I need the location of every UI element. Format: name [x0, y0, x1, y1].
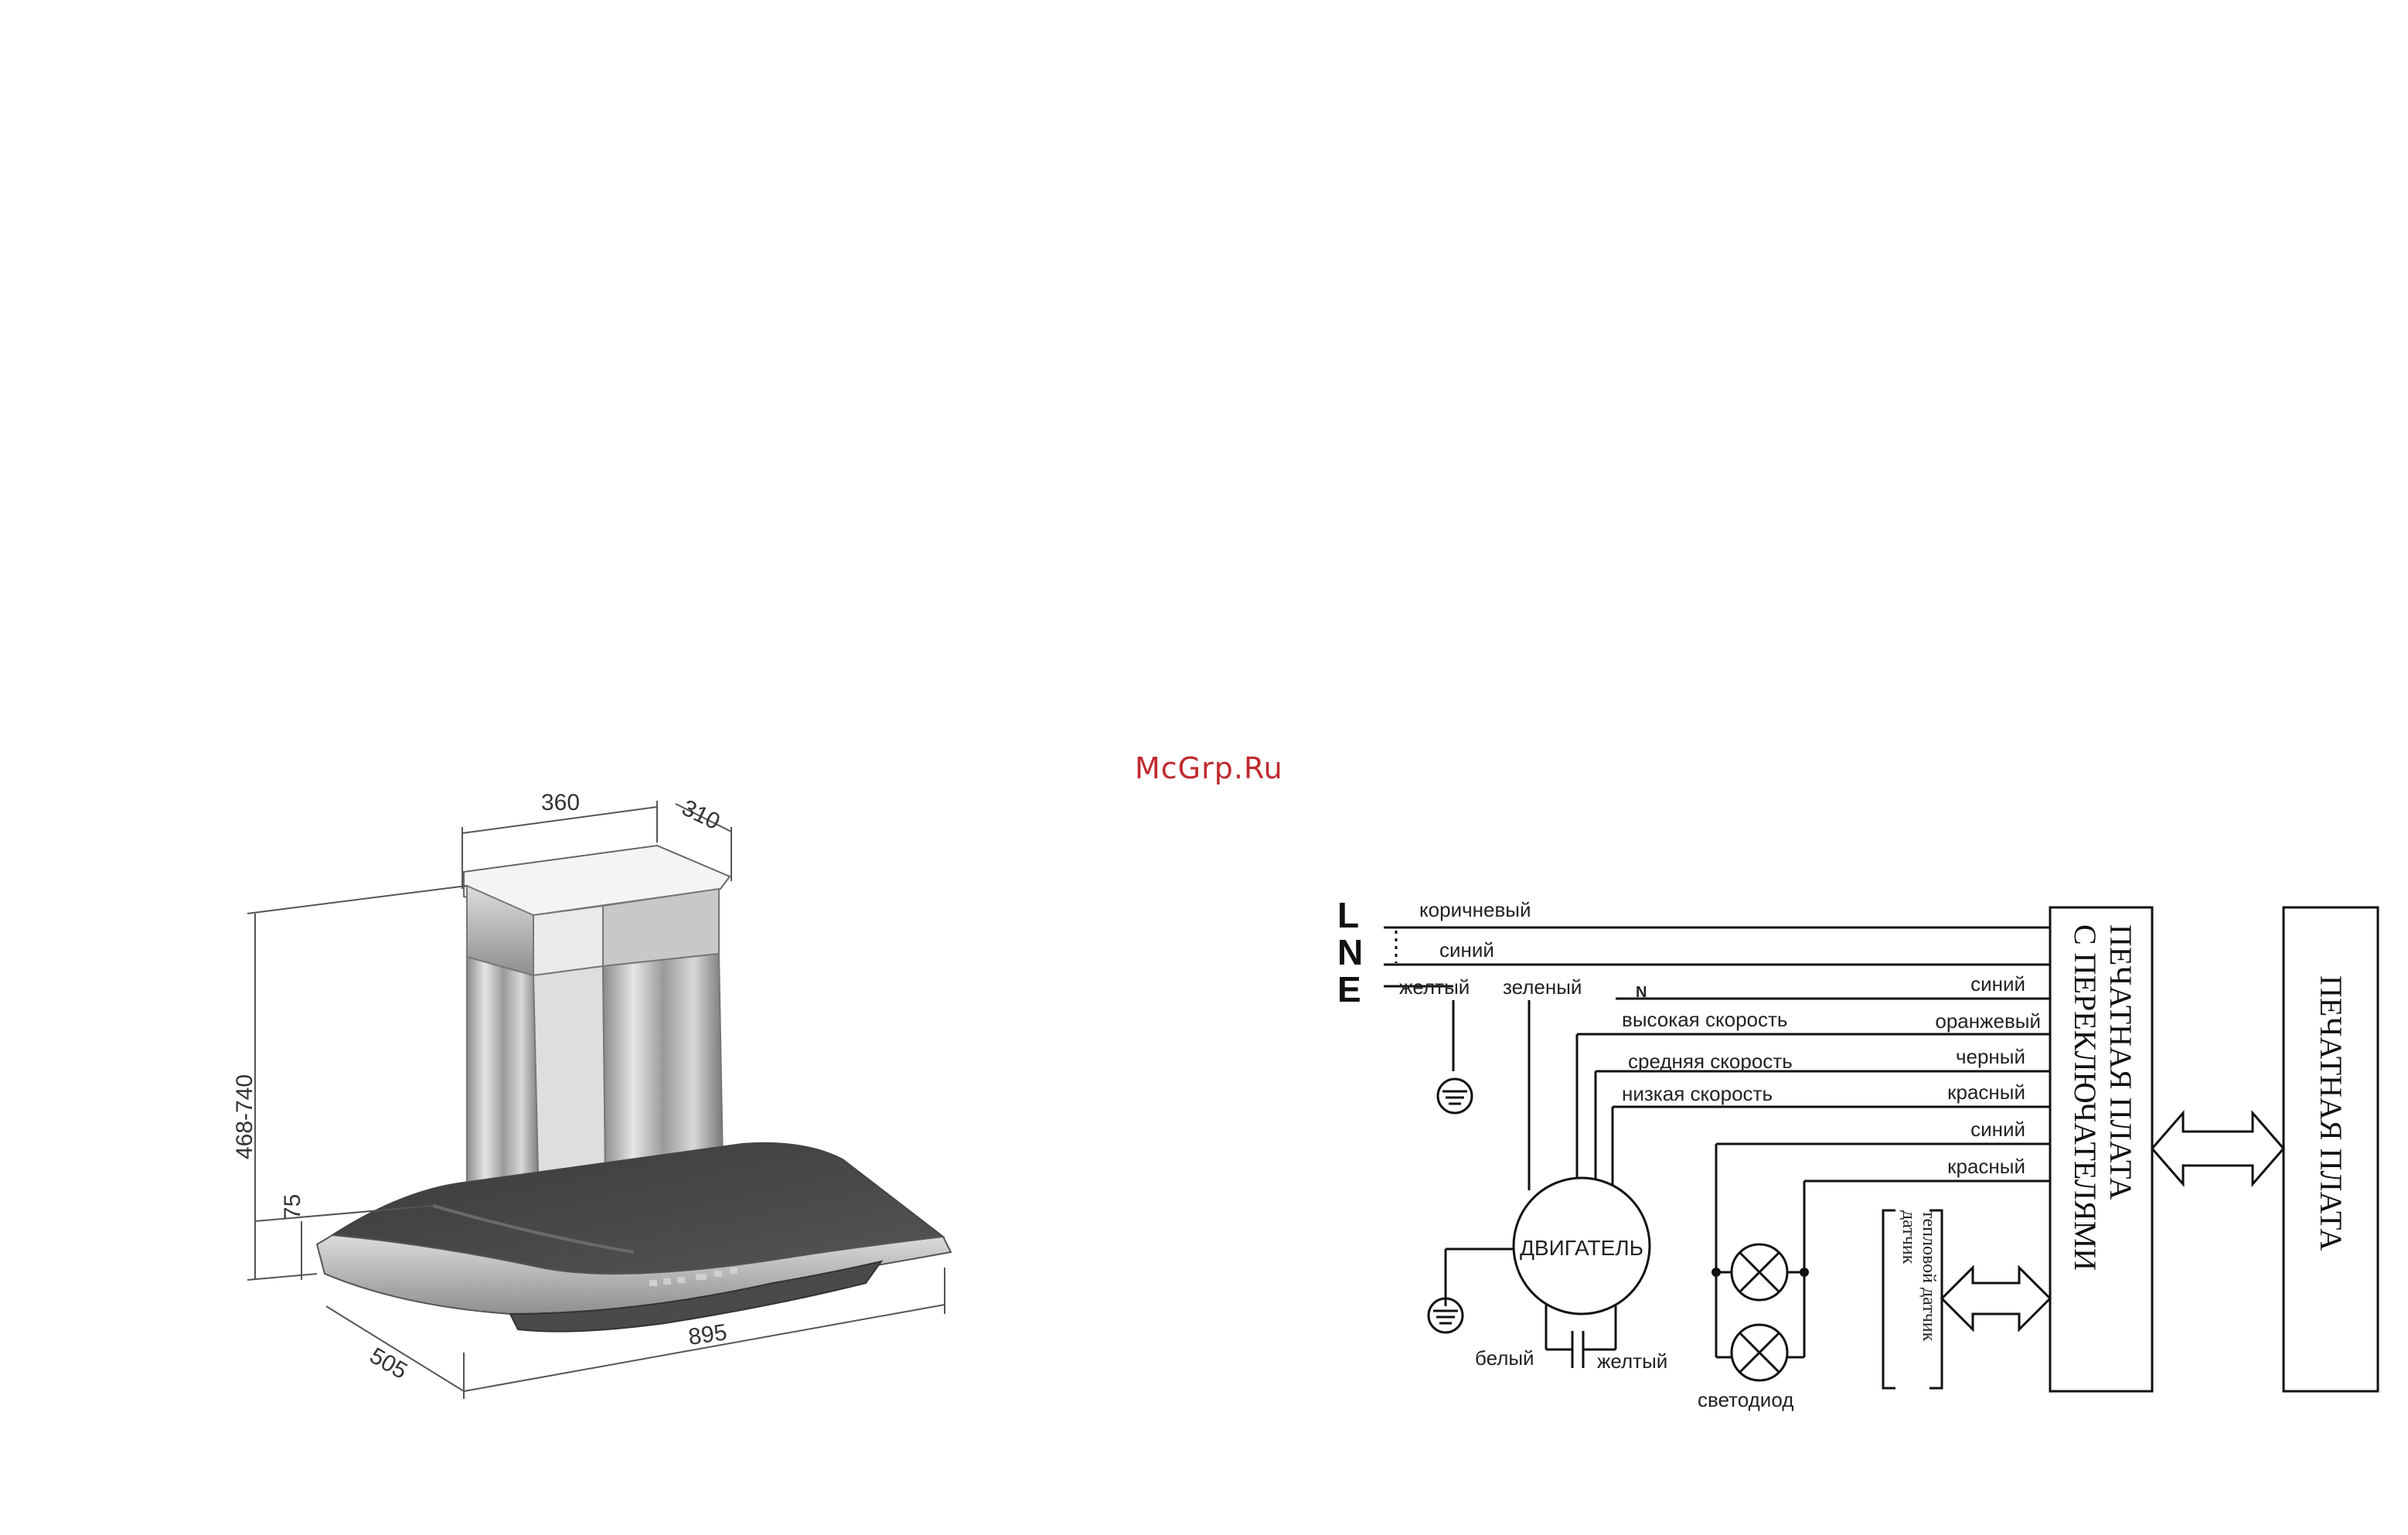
label-capacitor-white: белый	[1475, 1346, 1534, 1370]
label-brown: коричневый	[1419, 898, 1531, 921]
ground-symbol-1	[1438, 1079, 1472, 1113]
led-lamp-1	[1732, 1244, 1787, 1300]
terminal-l: L	[1337, 895, 1359, 935]
label-capacitor-yellow: желтый	[1597, 1350, 1667, 1373]
junction-dot	[1800, 1268, 1809, 1277]
switch-board-line-1: ПЕЧАТНАЯ ПЛАТА	[2103, 924, 2138, 1200]
label-n-mark: N	[1636, 984, 1647, 1001]
label-led: светодиод	[1698, 1388, 1793, 1411]
label-thermal-sensor: тепловой датчик	[1919, 1210, 1939, 1342]
label-low-speed: низкая скорость	[1622, 1082, 1773, 1105]
label-right-blue-2: синий	[1970, 1118, 2025, 1141]
label-high-speed: высокая скорость	[1622, 1008, 1787, 1031]
dim-width: 895	[686, 1319, 728, 1350]
label-blue: синий	[1439, 938, 1494, 962]
label-medium-speed: средняя скорость	[1628, 1050, 1793, 1073]
wiring-diagram: L N E	[1337, 895, 2378, 1411]
label-right-blue-1: синий	[1970, 972, 2025, 996]
led-lamp-2	[1732, 1325, 1787, 1380]
junction-dot	[1711, 1268, 1721, 1277]
board-link-arrow	[2152, 1113, 2284, 1184]
label-yellow: желтый	[1399, 975, 1470, 999]
dim-top-width: 360	[541, 790, 580, 815]
hood-drawing: 360 310 468-740 75 505 895	[232, 790, 951, 1399]
label-right-red-1: красный	[1947, 1081, 2025, 1104]
label-right-orange: оранжевый	[1935, 1009, 2041, 1033]
label-right-red-2: красный	[1947, 1155, 2025, 1178]
terminal-n: N	[1337, 932, 1363, 972]
label-right-black: черный	[1956, 1045, 2025, 1068]
label-green: зеленый	[1503, 975, 1582, 999]
sensor-board-arrow	[1942, 1268, 2050, 1329]
terminal-e: E	[1337, 969, 1361, 1009]
motor-label: ДВИГАТЕЛЬ	[1520, 1236, 1643, 1260]
switch-board-line-2: С ПЕРЕКЛЮЧАТЕЛЯМИ	[2068, 924, 2103, 1271]
label-sensor: датчик	[1899, 1210, 1919, 1264]
dim-depth: 505	[366, 1343, 412, 1384]
chimney-upper-mid	[533, 906, 603, 975]
dim-top-depth: 310	[678, 795, 724, 836]
dim-canopy-height: 75	[280, 1194, 305, 1220]
dim-height-range: 468-740	[232, 1074, 257, 1159]
main-board-label: ПЕЧАТНАЯ ПЛАТА	[2314, 975, 2348, 1251]
